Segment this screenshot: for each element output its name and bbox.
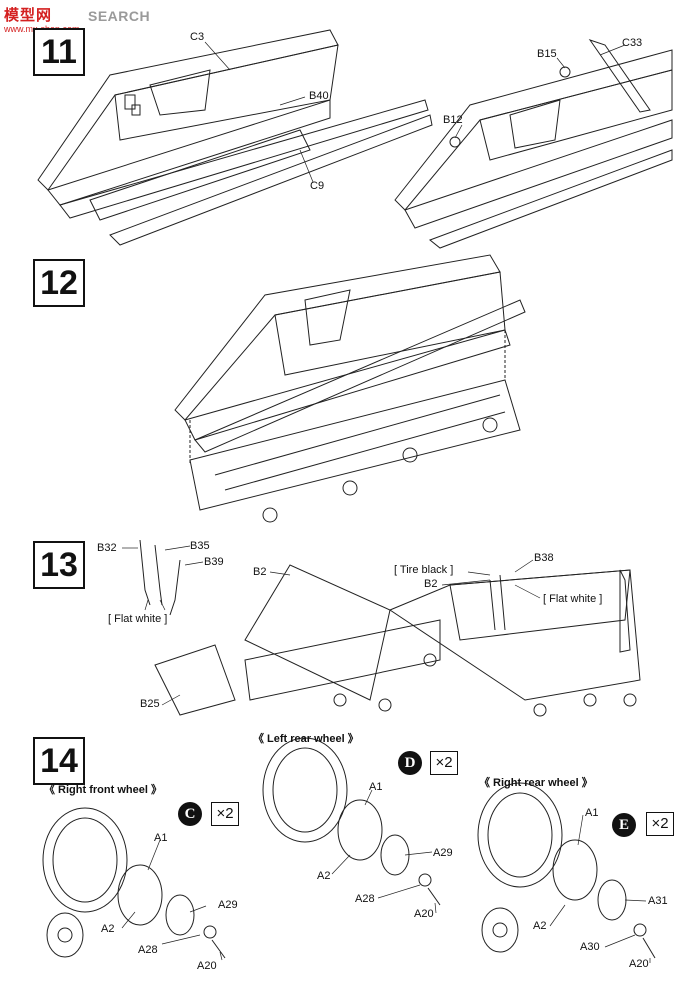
part-label-c9: C9 [310, 180, 325, 192]
part-label-b38: B38 [534, 552, 554, 564]
caption-right-rear-wheel: 《 Right rear wheel 》 [479, 777, 593, 789]
sprue-badge-d: D [398, 751, 422, 775]
part-label-c3: C3 [190, 31, 205, 43]
paint-note-tire-black: [ Tire black ] [394, 564, 454, 576]
caption-left-rear-wheel: 《 Left rear wheel 》 [253, 733, 359, 745]
step11-right-hull-side [394, 39, 673, 249]
step12-assembly [174, 254, 526, 523]
part-label-a29-right-front: A29 [218, 899, 238, 911]
part-label-a1-right-front: A1 [154, 832, 168, 844]
step-number-11: 11 [33, 28, 85, 76]
step14-left-rear-wheel [262, 737, 441, 906]
part-label-b35: B35 [190, 540, 210, 552]
part-label-a1-right-rear: A1 [585, 807, 599, 819]
watermark-text: SEARCH [88, 8, 151, 24]
paint-note-flat-white-left: [ Flat white ] [108, 613, 168, 625]
part-label-a2-left-rear: A2 [317, 870, 331, 882]
part-label-a20-right-rear: A20 [629, 958, 649, 970]
part-label-a1-left-rear: A1 [369, 781, 383, 793]
part-label-b25: B25 [140, 698, 160, 710]
part-label-a2-right-rear: A2 [533, 920, 547, 932]
part-label-a28-right-front: A28 [138, 944, 158, 956]
step13-left-assembly [139, 539, 441, 716]
part-label-a20-right-front: A20 [197, 960, 217, 972]
step14-right-front-wheel [42, 807, 226, 959]
step11-left-hull-side [37, 29, 433, 246]
part-label-b32: B32 [97, 542, 117, 554]
step14-right-rear-wheel [477, 782, 656, 959]
step13-right-assembly [388, 569, 641, 717]
sprue-badge-e: E [612, 813, 636, 837]
watermark-logo: 模型网 [4, 6, 53, 24]
part-label-b39: B39 [204, 556, 224, 568]
caption-right-front-wheel: 《 Right front wheel 》 [44, 784, 162, 796]
step-number-12: 12 [33, 259, 85, 307]
part-label-b2-right: B2 [424, 578, 438, 590]
multiplier-right-front: ×2 [211, 802, 239, 826]
part-label-a20-left-rear: A20 [414, 908, 434, 920]
step-number-13: 13 [33, 541, 85, 589]
step-number-14: 14 [33, 737, 85, 785]
sprue-badge-c: C [178, 802, 202, 826]
part-label-a28-left-rear: A28 [355, 893, 375, 905]
paint-note-flat-white-right: [ Flat white ] [543, 593, 603, 605]
leader-lines [121, 41, 651, 963]
part-label-b2-left: B2 [253, 566, 267, 578]
part-label-b40: B40 [309, 90, 329, 102]
part-label-c33: C33 [622, 37, 643, 49]
part-label-a30-right-rear: A30 [580, 941, 600, 953]
part-label-b12: B12 [443, 114, 463, 126]
part-label-b15: B15 [537, 48, 557, 60]
multiplier-left-rear: ×2 [430, 751, 458, 775]
part-label-a31-right-rear: A31 [648, 895, 668, 907]
part-label-a29-left-rear: A29 [433, 847, 453, 859]
part-label-a2-right-front: A2 [101, 923, 115, 935]
multiplier-right-rear: ×2 [646, 812, 674, 836]
